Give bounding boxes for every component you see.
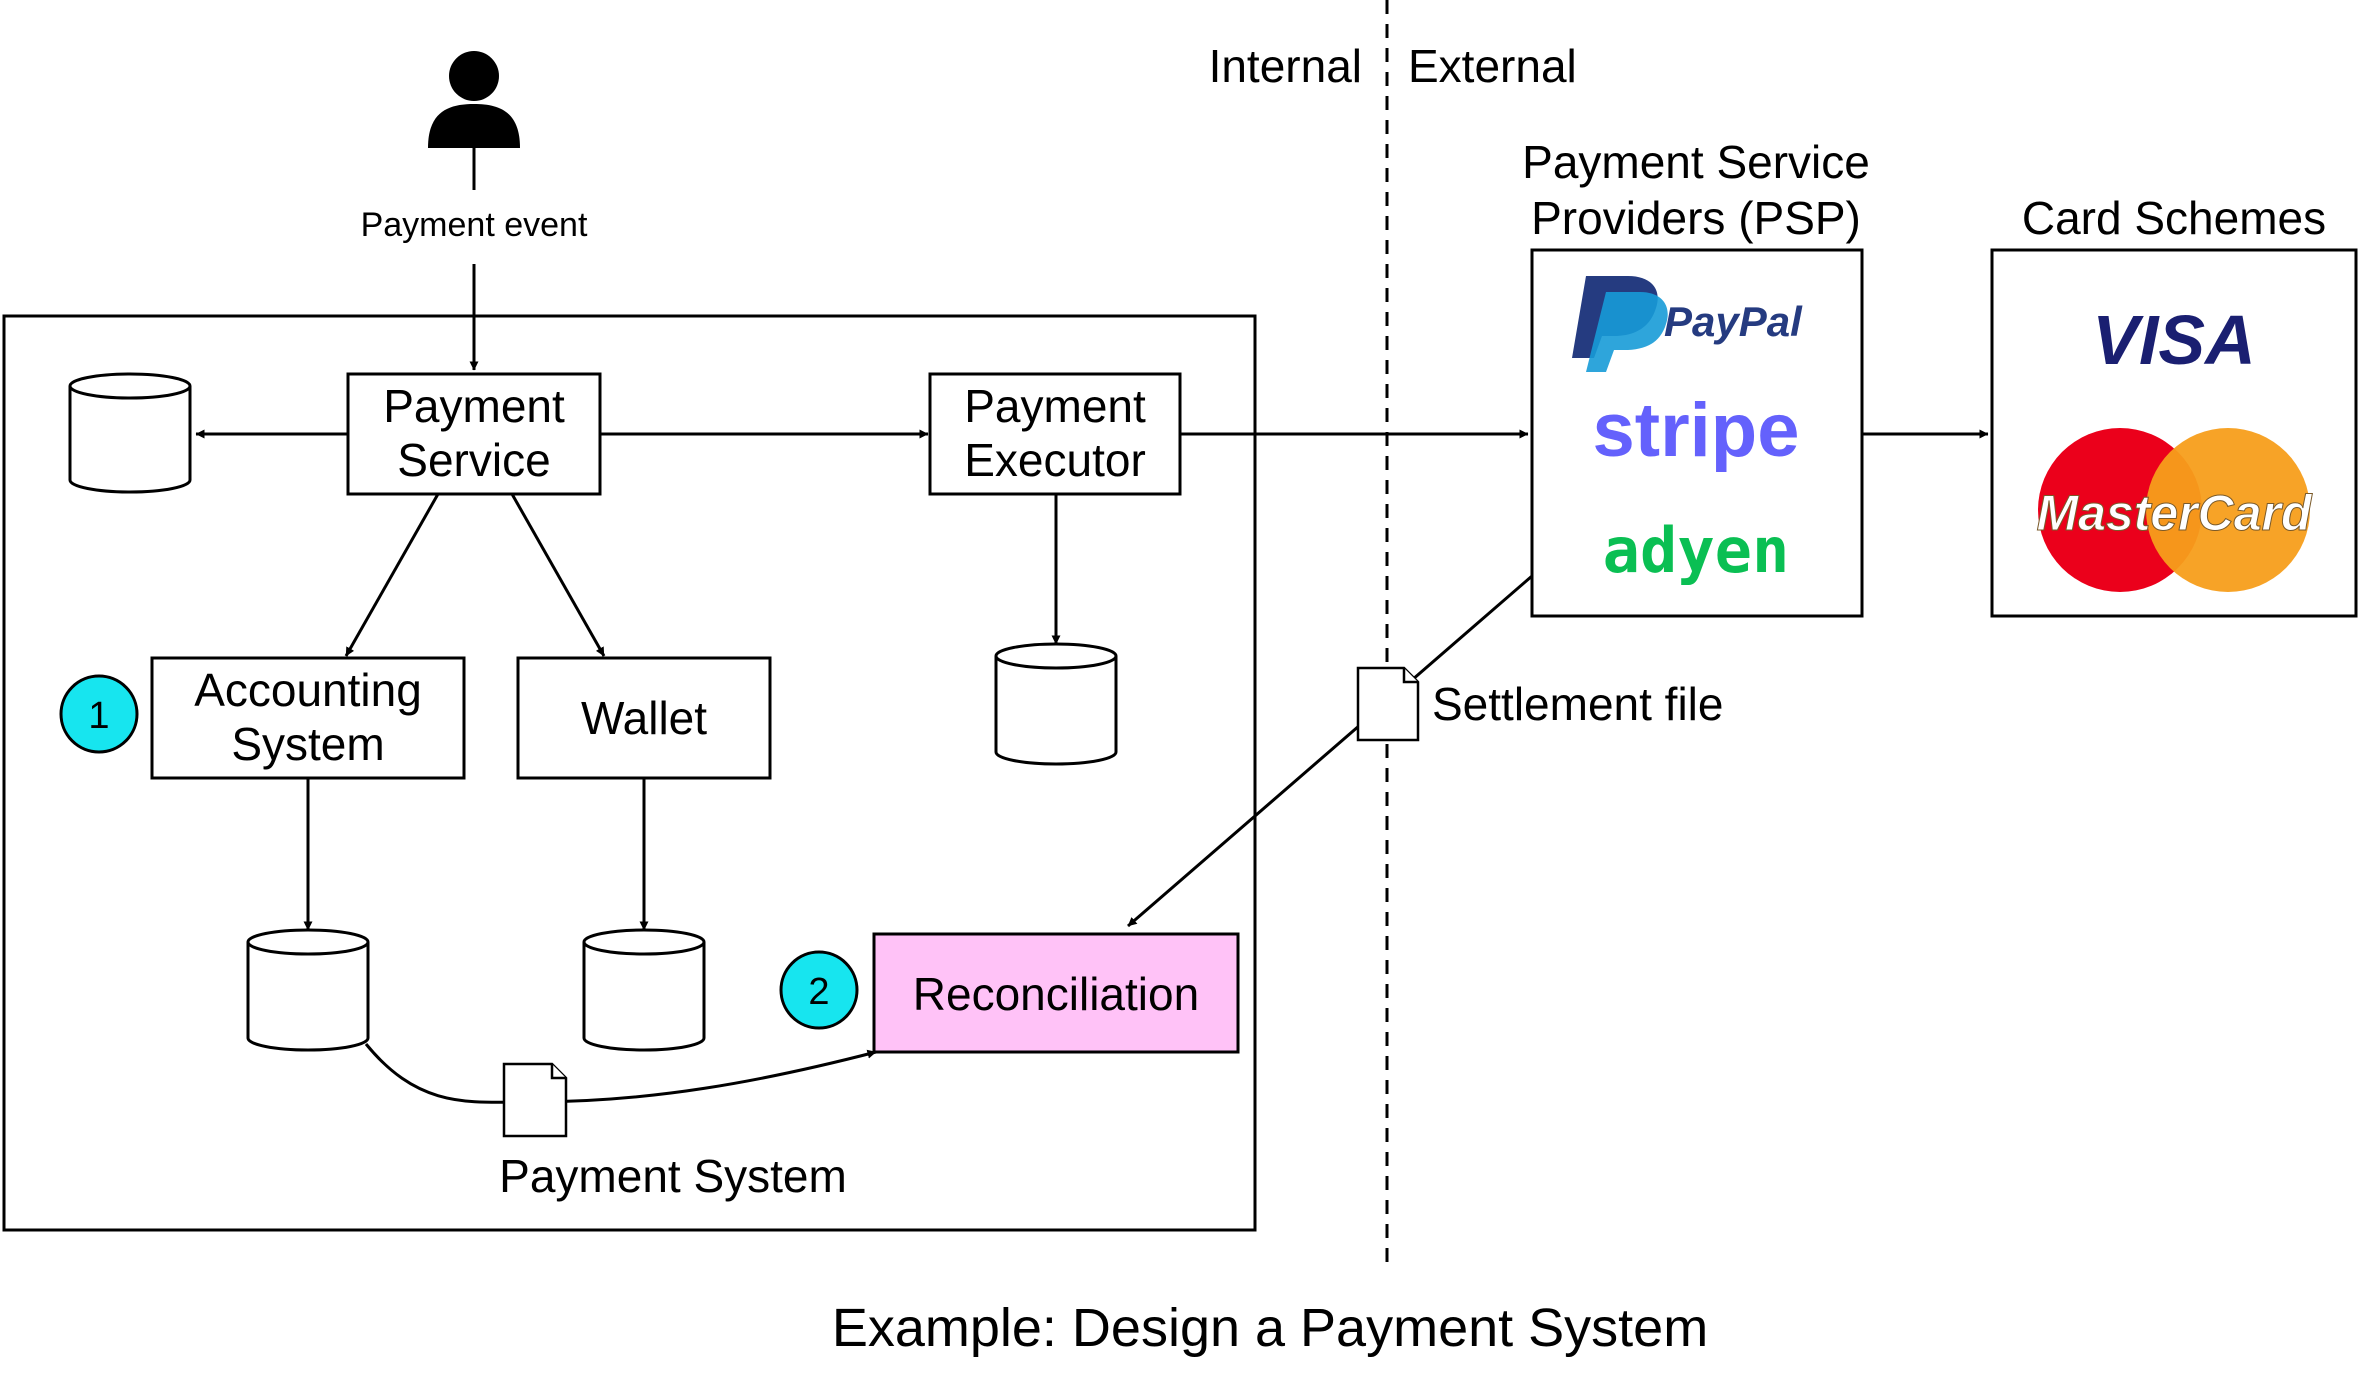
payment-executor-line-1: Payment	[964, 380, 1146, 432]
psp-title-line-1: Payment Service	[1522, 136, 1870, 188]
accounting-db-to-reconciliation-arrow	[364, 1043, 877, 1104]
badge-number: 2	[808, 971, 829, 1013]
user-icon	[428, 51, 520, 148]
paypal-wordmark: PayPal	[1664, 298, 1803, 345]
mastercard-logo: MasterCard	[2036, 428, 2314, 592]
database-icon	[68, 372, 192, 494]
wallet-label: Wallet	[581, 692, 707, 744]
service-to-wallet-arrow	[510, 493, 606, 657]
step-badge-1: 1	[59, 674, 139, 754]
settlement-file-label: Settlement file	[1432, 678, 1723, 730]
mastercard-wordmark: MasterCard	[2036, 485, 2313, 541]
psp-title-line-2: Providers (PSP)	[1531, 192, 1861, 244]
payment-system-label: Payment System	[499, 1150, 847, 1202]
payment-service-node: Payment Service	[346, 372, 602, 496]
mastercard-orange-circle	[2146, 428, 2310, 592]
payment-service-line-2: Service	[397, 434, 550, 486]
service-to-accounting-arrow	[344, 493, 440, 657]
payment-service-line-1: Payment	[383, 380, 565, 432]
badge-number: 1	[88, 695, 109, 737]
payment-executor-line-2: Executor	[964, 434, 1146, 486]
wallet-node: Wallet	[516, 656, 772, 780]
payment-executor-node: Payment Executor	[928, 372, 1182, 496]
payment-system-boundary	[2, 314, 1257, 1232]
database-icon	[582, 928, 706, 1052]
database-icon	[994, 642, 1118, 766]
paypal-logo: PayPal	[1572, 276, 1803, 372]
file-icon	[502, 1062, 568, 1138]
visa-logo: VISA	[2092, 301, 2255, 379]
reconciliation-box	[872, 932, 1240, 1054]
paypal-icon	[1572, 276, 1668, 372]
external-label: External	[1408, 40, 1577, 92]
step-badge-2: 2	[779, 950, 859, 1030]
stripe-logo: stripe	[1593, 388, 1800, 473]
payment-event-label: Payment event	[361, 206, 588, 244]
internal-label: Internal	[1209, 40, 1362, 92]
database-icon	[246, 928, 370, 1052]
reconciliation-label: Reconciliation	[913, 968, 1199, 1020]
diagram-caption: Example: Design a Payment System	[832, 1298, 1708, 1358]
psp-to-reconciliation-arrow	[1127, 574, 1533, 928]
card-schemes-title: Card Schemes	[2022, 192, 2326, 244]
accounting-system-line-1: Accounting	[194, 664, 422, 716]
accounting-system-line-2: System	[231, 718, 384, 770]
badge-circle	[59, 674, 139, 754]
reconciliation-node: Reconciliation	[872, 932, 1240, 1054]
adyen-logo: adyen	[1603, 514, 1790, 587]
accounting-system-node: Accounting System	[150, 656, 466, 780]
settlement-file-icon	[1356, 666, 1420, 742]
badge-circle	[779, 950, 859, 1030]
